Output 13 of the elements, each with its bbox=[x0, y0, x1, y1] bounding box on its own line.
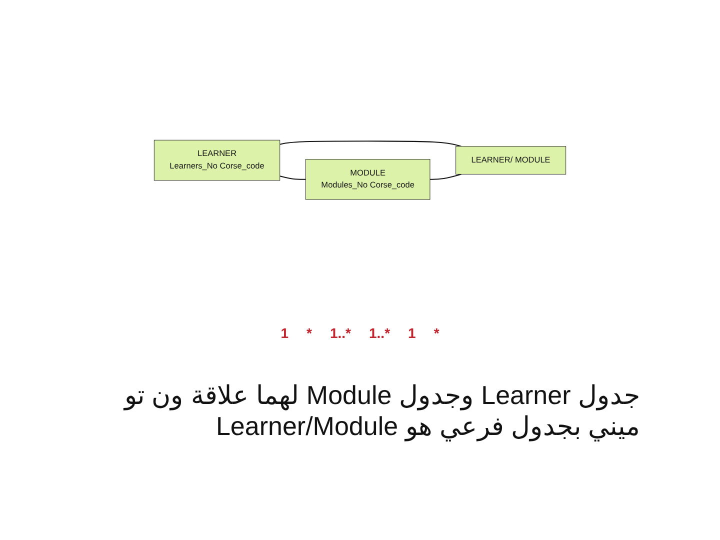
multiplicity-label: * bbox=[306, 325, 312, 341]
connector bbox=[280, 140, 462, 147]
multiplicity-label: 1 bbox=[408, 325, 416, 341]
multiplicity-label: 1..* bbox=[369, 325, 390, 341]
connector bbox=[430, 174, 462, 180]
connector bbox=[280, 176, 306, 180]
node-box: MODULE Modules_No Corse_code bbox=[305, 159, 430, 200]
multiplicity-label: 1 bbox=[280, 325, 289, 341]
caption: جدول Learner وجدول Module لهما علاقة ون تو ميني بجدول فرعي هو Learner/Module bbox=[122, 380, 640, 442]
multiplicity-label: * bbox=[434, 325, 440, 341]
multiplicity-label: 1..* bbox=[330, 325, 351, 341]
node-box: LEARNER Learners_No Corse_code bbox=[154, 140, 280, 181]
node-box: LEARNER/ MODULE bbox=[456, 146, 566, 175]
